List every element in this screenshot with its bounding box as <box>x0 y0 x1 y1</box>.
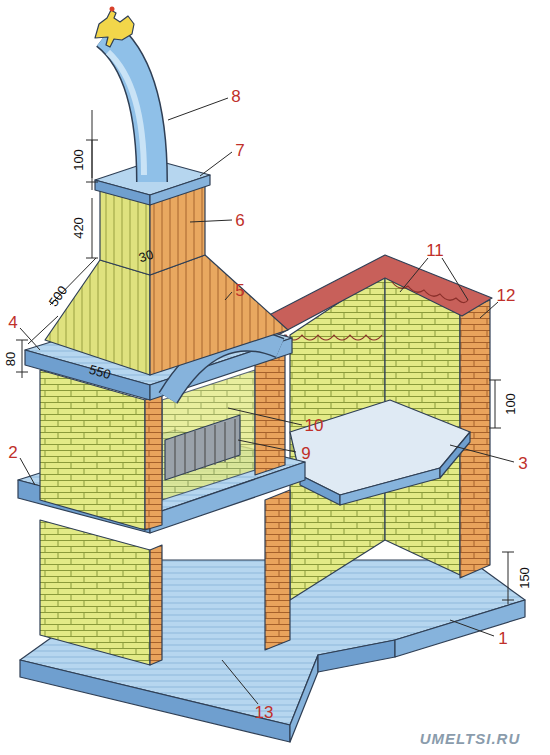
callout-number: 9 <box>301 445 310 462</box>
callout-number: 5 <box>235 282 244 299</box>
callout-number: 2 <box>8 444 17 461</box>
callout-number: 4 <box>8 314 17 331</box>
watermark: UMELTSI.RU <box>420 731 521 746</box>
dimension: 420 <box>72 217 85 239</box>
callout-number: 1 <box>498 630 507 647</box>
callout-number: 6 <box>235 212 244 229</box>
callout-number: 7 <box>235 142 244 159</box>
callout-number: 10 <box>305 417 324 434</box>
dimension: 100 <box>72 149 85 171</box>
callout-number: 13 <box>255 704 274 721</box>
callout-number: 8 <box>231 88 240 105</box>
dimension: 80 <box>4 352 17 366</box>
dimension: 150 <box>518 567 531 589</box>
callout-number: 11 <box>426 242 444 259</box>
dimension: 100 <box>504 393 517 415</box>
callout-number: 12 <box>497 287 516 304</box>
callout-number: 3 <box>518 455 527 472</box>
